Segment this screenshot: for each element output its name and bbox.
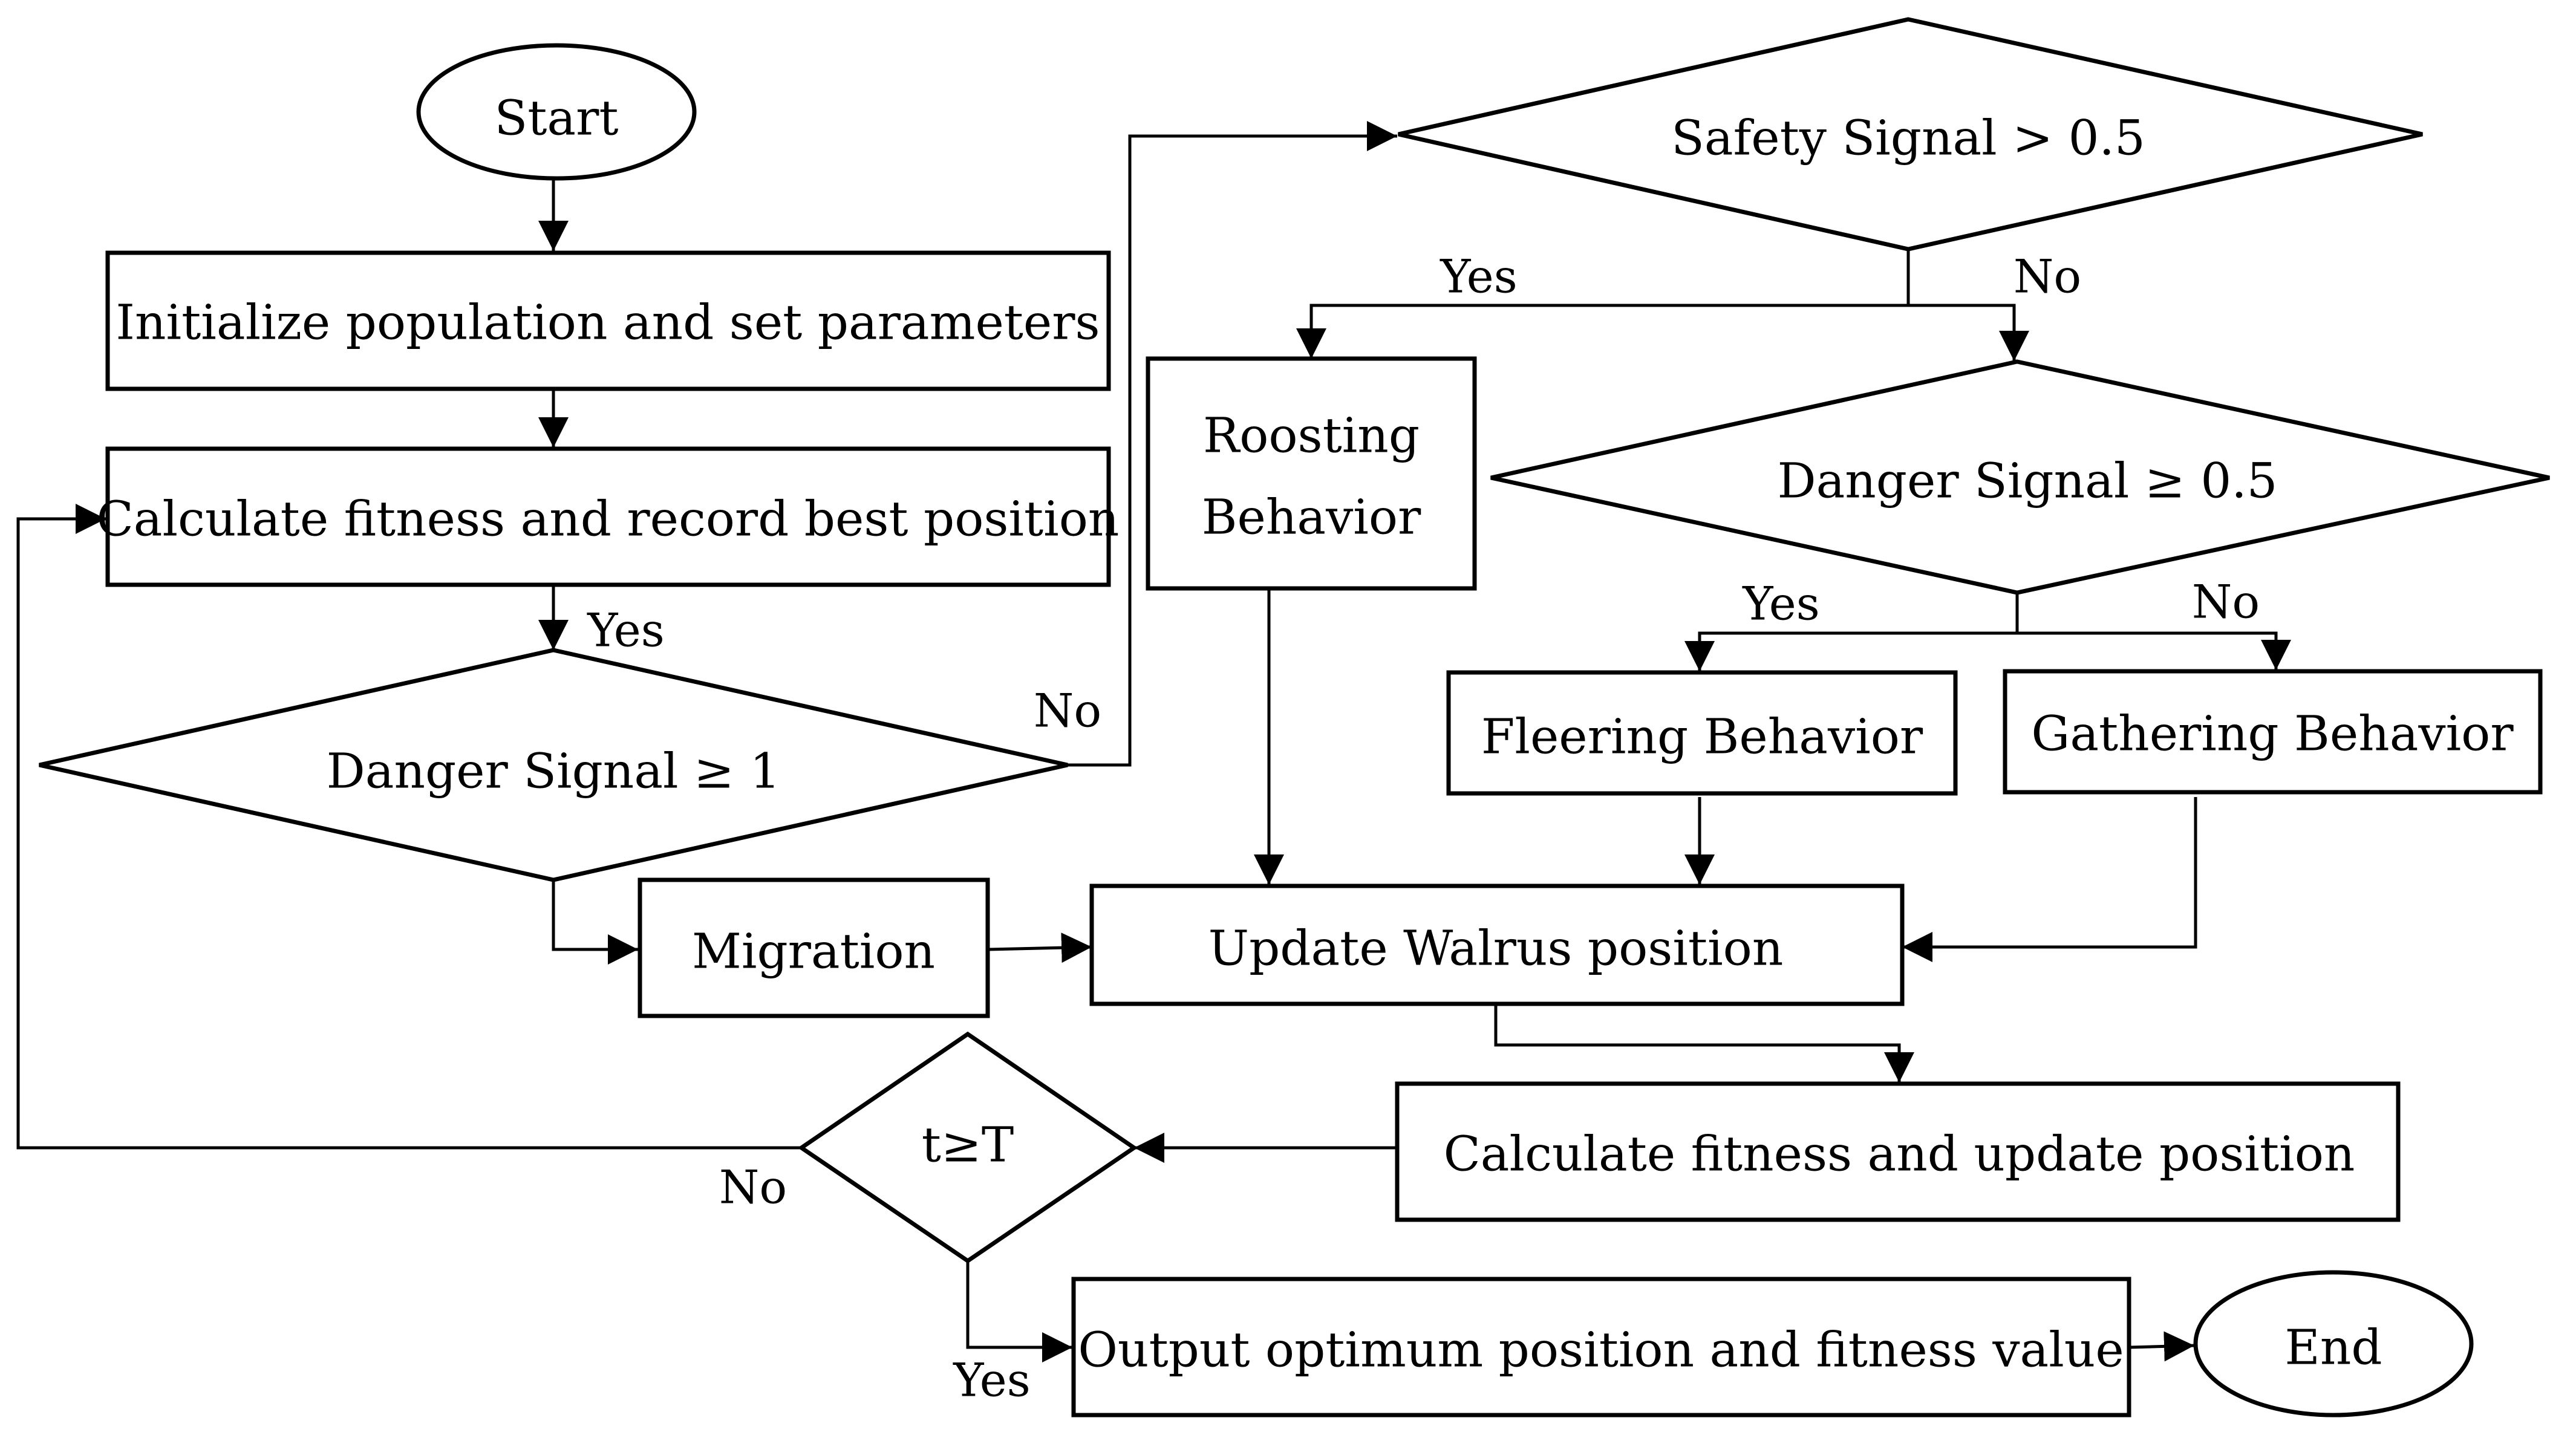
calc-fitness-box xyxy=(105,446,1111,587)
danger-ge-1-label: Danger Signal ≥ 1 xyxy=(327,743,781,799)
connectors xyxy=(16,121,2291,1362)
edge-labels: Yes No Yes No Yes No No Yes xyxy=(587,250,2260,1407)
gathering-label: Gathering Behavior xyxy=(2031,706,2514,762)
end-label: End xyxy=(2284,1320,2382,1376)
arrow-migration-to-update xyxy=(988,932,1092,963)
init-label: Initialize population and set parameters xyxy=(116,295,1100,351)
t-no-label: No xyxy=(719,1160,787,1214)
t-ge-T-decision xyxy=(797,1031,1138,1264)
roosting-box xyxy=(1146,356,1477,591)
arrow-t-no-to-calc-fitness xyxy=(16,504,801,1150)
t-yes-label: Yes xyxy=(953,1353,1031,1407)
fleering-box xyxy=(1446,670,1958,796)
arrow-gathering-to-update xyxy=(1902,797,2197,962)
calc-update-label: Calculate fitness and update position xyxy=(1444,1126,2355,1182)
fleering-label: Fleering Behavior xyxy=(1481,709,1923,765)
arrow-safety-yes-to-roosting xyxy=(1296,251,1910,359)
danger05-yes-label: Yes xyxy=(1742,577,1820,631)
arrow-danger1-no-to-safety xyxy=(1068,121,1397,767)
arrow-output-to-end xyxy=(2128,1331,2195,1362)
calc-update-box xyxy=(1395,1081,2401,1222)
output-box xyxy=(1071,1277,2131,1417)
safety-no-label: No xyxy=(2014,250,2081,304)
roosting-label-line1: Roosting xyxy=(1203,408,1420,464)
start-label: Start xyxy=(494,90,618,146)
arrow-danger05-no-to-gathering xyxy=(2017,631,2291,670)
output-label: Output optimum position and fitness valu… xyxy=(1078,1322,2124,1378)
arrow-danger1-yes-to-migration xyxy=(552,880,638,965)
roosting-label-line2: Behavior xyxy=(1202,489,1421,545)
end-terminal xyxy=(2193,1270,2474,1417)
danger-ge-05-decision xyxy=(1490,359,2550,595)
arrow-danger05-yes-to-fleering xyxy=(1684,593,2019,671)
init-box xyxy=(105,250,1111,391)
start-terminal xyxy=(416,43,697,181)
danger-ge-05-label: Danger Signal ≥ 0.5 xyxy=(1777,453,2277,509)
arrow-safety-no-to-danger05 xyxy=(1908,304,2029,361)
migration-label: Migration xyxy=(692,923,935,980)
migration-box xyxy=(637,877,990,1018)
arrow-update-to-calc-update xyxy=(1494,1006,1914,1082)
arrow-t-yes-to-output xyxy=(966,1261,1072,1362)
danger1-no-label: No xyxy=(1034,684,1101,738)
safety-yes-label: Yes xyxy=(1440,250,1518,304)
danger1-yes-label: Yes xyxy=(587,604,665,657)
safety-signal-decision xyxy=(1398,17,2423,252)
update-box xyxy=(1089,884,1905,1006)
calc-fitness-label: Calculate fitness and record best positi… xyxy=(97,491,1120,547)
danger-ge-1-decision xyxy=(39,648,1068,882)
safety-signal-label: Safety Signal > 0.5 xyxy=(1671,110,2145,166)
update-label: Update Walrus position xyxy=(1208,920,1784,977)
gathering-box xyxy=(2003,669,2543,795)
danger05-no-label: No xyxy=(2192,575,2260,629)
t-ge-T-label: t≥T xyxy=(922,1117,1014,1173)
nodes: Start Initialize population and set para… xyxy=(39,17,2550,1417)
